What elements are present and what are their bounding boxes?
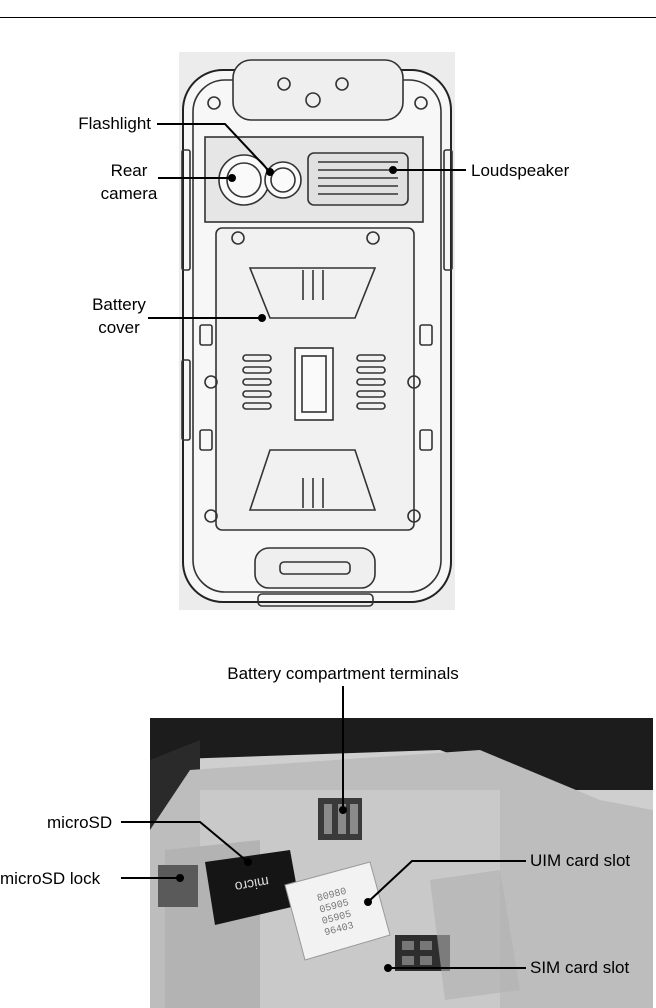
screw-icon	[414, 96, 428, 110]
label-battery-cover-2: cover	[98, 318, 140, 337]
label-flashlight: Flashlight	[78, 114, 151, 133]
label-microsd: microSD	[47, 813, 113, 832]
label-uim-card-slot: UIM card slot	[530, 851, 631, 870]
screw-icon	[207, 96, 221, 110]
screw-icon	[204, 509, 218, 523]
label-rear-camera-2: camera	[100, 184, 158, 203]
left-ribs	[242, 354, 272, 410]
label-battery-cover-1: Battery	[92, 295, 146, 314]
header-rule	[0, 17, 656, 18]
screw-icon	[277, 77, 291, 91]
screw-icon	[231, 231, 245, 245]
phone-back-illustration	[179, 52, 455, 610]
bottom-leader-lines	[121, 686, 526, 972]
right-ribs	[356, 354, 386, 410]
screw-icon	[407, 509, 421, 523]
microsd-card	[205, 850, 300, 925]
battery-compartment-photo: micro 80980 05905 05905 96403	[150, 718, 653, 1008]
label-rear-camera-1: Rear	[110, 161, 148, 180]
screw-icon	[335, 77, 349, 91]
label-sim-card-slot: SIM card slot	[530, 958, 630, 977]
label-microsd-lock: microSD lock	[0, 869, 101, 888]
label-battery-terminals: Battery compartment terminals	[227, 664, 459, 683]
microsd-lock	[158, 865, 198, 907]
top-leader-lines	[148, 123, 466, 322]
screw-icon	[407, 375, 421, 389]
screw-icon	[204, 375, 218, 389]
loudspeaker-grille	[307, 152, 409, 206]
label-loudspeaker: Loudspeaker	[471, 161, 570, 180]
uim-sim-card	[284, 861, 391, 961]
screw-icon	[366, 231, 380, 245]
microsd-card-text: micro	[234, 874, 271, 896]
